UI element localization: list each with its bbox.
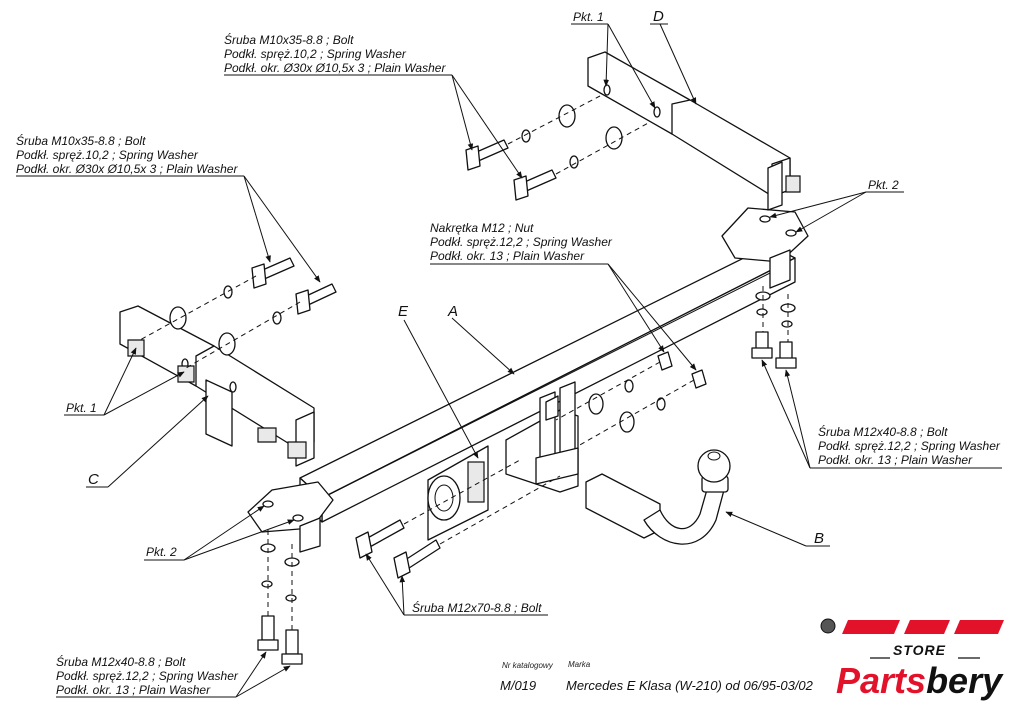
part-letter-d: D <box>650 8 697 105</box>
label-line: Podkł. spręż.10,2 ; Spring Washer <box>16 148 199 162</box>
label-line: Pkt. 2 <box>868 178 899 192</box>
right-mount-plate <box>721 207 809 289</box>
tow-ball-hook <box>585 449 731 545</box>
left-side-arm <box>119 305 315 467</box>
label-pkt1-top: Pkt. 1 <box>571 10 656 109</box>
long-bolts <box>355 459 561 579</box>
label-line: Podkł. okr. 13 ; Plain Washer <box>430 249 585 263</box>
label-pkt2-left: Pkt. 2 <box>144 505 295 561</box>
label-top-bolt-group: Śruba M10x35-8.8 ; Bolt Podkł. spręż.10,… <box>224 32 523 179</box>
top-right-fasteners <box>465 95 651 201</box>
label-line: Śruba M12x40-8.8 ; Bolt <box>56 654 186 669</box>
brand-name-part1: Parts <box>836 660 926 701</box>
label-pkt2-right: Pkt. 2 <box>769 178 904 233</box>
partial-logo <box>820 618 1004 634</box>
label-line: Śruba M12x70-8.8 ; Bolt <box>412 600 542 615</box>
center-bracket <box>505 381 579 493</box>
label-pkt1-left: Pkt. 1 <box>64 347 185 416</box>
label-left-bolt-group: Śruba M10x35-8.8 ; Bolt Podkł. spręż.10,… <box>16 133 321 283</box>
label-line: Śruba M10x35-8.8 ; Bolt <box>224 32 354 47</box>
label-line: Pkt. 1 <box>573 10 604 24</box>
label-line: Podkł. okr. 13 ; Plain Washer <box>56 683 211 697</box>
label-right-bolt-group: Śruba M12x40-8.8 ; Bolt Podkł. spręż.12,… <box>761 359 1002 469</box>
left-mount-plate <box>247 481 334 553</box>
part-letter-a: A <box>447 303 515 375</box>
label-line: Podkł. okr. 13 ; Plain Washer <box>818 453 973 467</box>
letter-e-text: E <box>398 303 409 320</box>
make-caption: Marka <box>568 660 591 669</box>
label-long-bolt: Śruba M12x70-8.8 ; Bolt <box>365 553 548 616</box>
label-line: Podkł. okr. Ø30x Ø10,5x 3 ; Plain Washer <box>16 162 238 176</box>
label-line: Śruba M10x35-8.8 ; Bolt <box>16 133 146 148</box>
label-line: Podkł. spręż.12,2 ; Spring Washer <box>818 439 1001 453</box>
part-letter-b: B <box>725 511 830 547</box>
vehicle-name: Mercedes E Klasa (W-210) od 06/95-03/02 <box>566 678 814 693</box>
socket-plate <box>427 445 489 541</box>
catalog-number: M/019 <box>500 678 536 693</box>
letter-b-text: B <box>814 530 824 547</box>
label-line: Śruba M12x40-8.8 ; Bolt <box>818 424 948 439</box>
part-letter-e: E <box>398 303 479 459</box>
center-nut-fasteners <box>555 351 707 447</box>
right-side-arm <box>587 51 801 211</box>
brand-logo: STORE Partsbery <box>836 642 1004 701</box>
label-line: Podkł. spręż.12,2 ; Spring Washer <box>56 669 239 683</box>
label-line: Nakrętka M12 ; Nut <box>430 221 534 235</box>
top-left-fasteners <box>139 257 337 369</box>
label-nut-group: Nakrętka M12 ; Nut Podkł. spręż.12,2 ; S… <box>430 221 697 371</box>
footer-catalog: Nr katalogowy M/019 Marka Mercedes E Kla… <box>500 660 814 693</box>
brand-store-text: STORE <box>893 642 946 658</box>
label-line: Pkt. 1 <box>66 401 97 415</box>
right-vertical-fasteners <box>751 286 797 369</box>
svg-text:Partsbery: Partsbery <box>836 660 1004 701</box>
letter-c-text: C <box>88 471 99 488</box>
label-line: Podkł. spręż.10,2 ; Spring Washer <box>224 47 407 61</box>
letter-d-text: D <box>653 8 664 25</box>
letter-a-text: A <box>447 303 458 320</box>
bottom-left-vertical-fasteners <box>257 530 303 665</box>
brand-name-part2: bery <box>926 660 1004 701</box>
label-line: Podkł. okr. Ø30x Ø10,5x 3 ; Plain Washer <box>224 61 446 75</box>
part-letter-c: C <box>86 395 209 488</box>
label-line: Podkł. spręż.12,2 ; Spring Washer <box>430 235 613 249</box>
catalog-caption: Nr katalogowy <box>502 661 554 670</box>
label-line: Pkt. 2 <box>146 545 177 559</box>
label-bottom-bolt-group: Śruba M12x40-8.8 ; Bolt Podkł. spręż.12,… <box>56 651 291 698</box>
